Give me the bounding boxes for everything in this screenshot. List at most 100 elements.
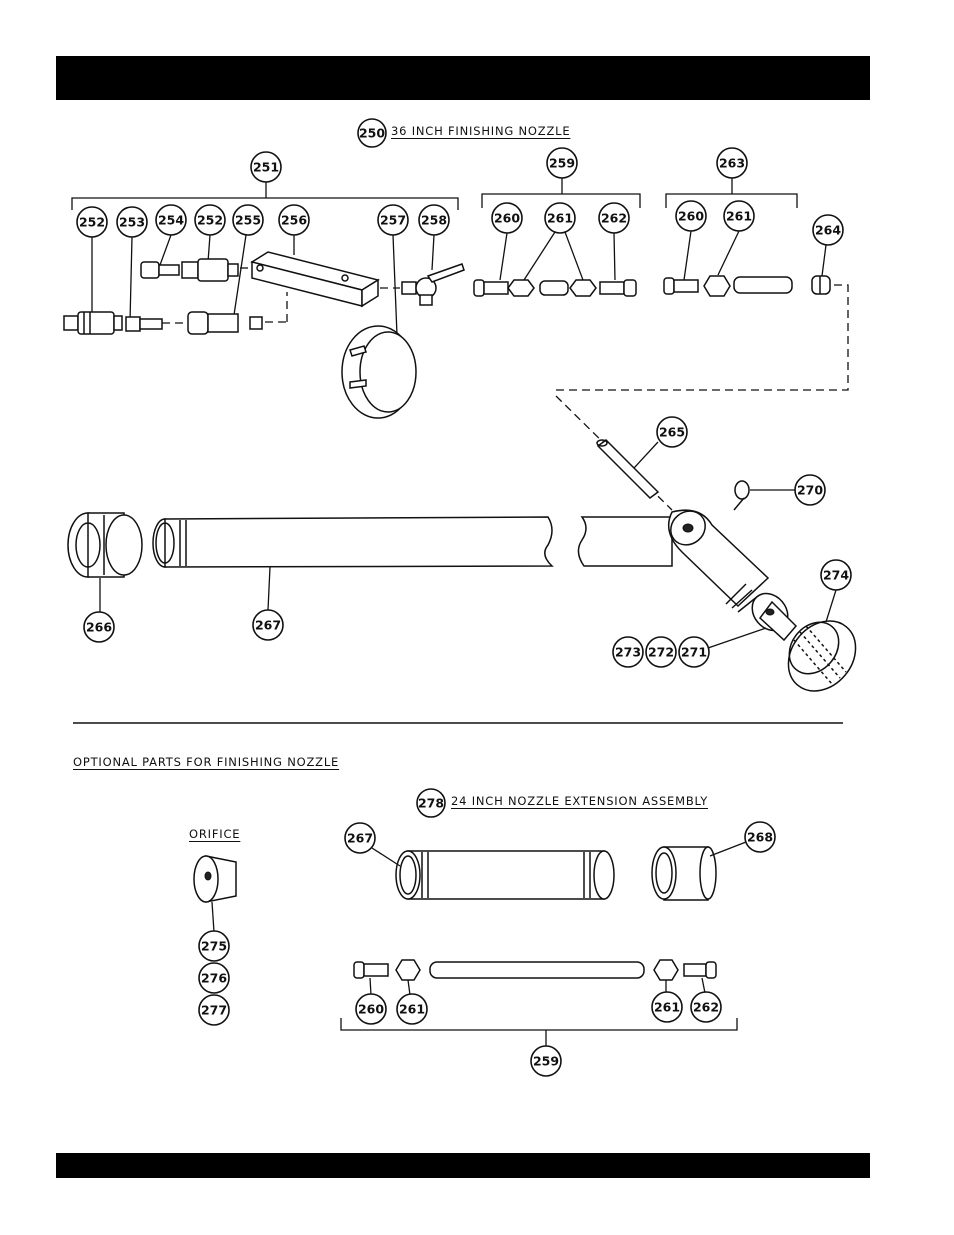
callout-254: 254 bbox=[156, 205, 186, 235]
callout-274: 274 bbox=[821, 560, 851, 590]
callout-267-b: 267 bbox=[345, 823, 375, 853]
part-267-pipe bbox=[153, 517, 672, 567]
svg-text:255: 255 bbox=[235, 213, 261, 228]
part-256-manifold-block bbox=[240, 252, 400, 322]
svg-text:261: 261 bbox=[726, 209, 752, 224]
callout-277: 277 bbox=[199, 995, 229, 1025]
svg-text:257: 257 bbox=[380, 213, 406, 228]
callout-260-a: 260 bbox=[492, 203, 522, 233]
callout-260-c: 260 bbox=[356, 994, 386, 1024]
part-252-fitting-lower bbox=[64, 312, 122, 334]
callout-270: 270 bbox=[795, 475, 825, 505]
svg-text:252: 252 bbox=[79, 215, 105, 230]
svg-text:263: 263 bbox=[719, 156, 745, 171]
svg-text:261: 261 bbox=[654, 1000, 680, 1015]
part-261-nut-c bbox=[396, 960, 420, 980]
svg-text:273: 273 bbox=[615, 645, 641, 660]
callout-250: 250 bbox=[358, 119, 386, 147]
svg-text:254: 254 bbox=[158, 213, 184, 228]
callout-275: 275 bbox=[199, 931, 229, 961]
svg-text:253: 253 bbox=[119, 215, 145, 230]
callout-258: 258 bbox=[419, 205, 449, 235]
callout-262-b: 262 bbox=[691, 992, 721, 1022]
callout-268: 268 bbox=[745, 822, 775, 852]
part-265-tube bbox=[597, 440, 658, 498]
svg-text:276: 276 bbox=[201, 971, 227, 986]
callout-259: 259 bbox=[547, 148, 577, 178]
callout-260-b: 260 bbox=[676, 201, 706, 231]
svg-text:271: 271 bbox=[681, 645, 707, 660]
part-nozzle-head bbox=[664, 504, 768, 612]
svg-text:265: 265 bbox=[659, 425, 685, 440]
svg-text:260: 260 bbox=[358, 1002, 384, 1017]
svg-text:277: 277 bbox=[201, 1003, 227, 1018]
part-261-nut-a2 bbox=[570, 280, 596, 296]
svg-text:260: 260 bbox=[494, 211, 520, 226]
callout-264: 264 bbox=[813, 215, 843, 245]
main-title: 36 INCH FINISHING NOZZLE bbox=[391, 124, 570, 138]
part-257-clamp-band bbox=[342, 326, 416, 418]
callout-265: 265 bbox=[657, 417, 687, 447]
extension-title: 24 INCH NOZZLE EXTENSION ASSEMBLY bbox=[451, 794, 708, 808]
svg-text:259: 259 bbox=[533, 1054, 559, 1069]
svg-text:274: 274 bbox=[823, 568, 849, 583]
svg-text:252: 252 bbox=[197, 213, 223, 228]
part-266-union bbox=[68, 513, 142, 577]
svg-text:264: 264 bbox=[815, 223, 841, 238]
orifice-label: ORIFICE bbox=[189, 827, 240, 841]
svg-text:278: 278 bbox=[418, 796, 444, 811]
callout-251: 251 bbox=[251, 152, 281, 182]
svg-text:262: 262 bbox=[601, 211, 627, 226]
part-270-screw bbox=[734, 481, 749, 510]
bracket-251 bbox=[72, 182, 458, 210]
callout-267-a: 267 bbox=[253, 610, 283, 640]
svg-text:250: 250 bbox=[359, 126, 385, 141]
svg-text:261: 261 bbox=[547, 211, 573, 226]
part-orifice bbox=[194, 856, 236, 902]
part-tube-medium bbox=[734, 277, 792, 293]
part-252-fitting-upper bbox=[182, 259, 238, 281]
part-260-fitting-b bbox=[664, 278, 698, 294]
callout-256: 256 bbox=[279, 205, 309, 235]
callout-252-b: 252 bbox=[195, 205, 225, 235]
callout-276: 276 bbox=[199, 963, 229, 993]
part-260-fitting-a bbox=[474, 280, 508, 296]
callout-262-a: 262 bbox=[599, 203, 629, 233]
callout-259-b: 259 bbox=[531, 1046, 561, 1076]
svg-text:272: 272 bbox=[648, 645, 674, 660]
callout-266: 266 bbox=[84, 612, 114, 642]
part-258-valve bbox=[402, 264, 464, 305]
callout-278: 278 bbox=[417, 789, 445, 817]
part-long-tube bbox=[430, 962, 644, 978]
svg-text:270: 270 bbox=[797, 483, 823, 498]
svg-text:266: 266 bbox=[86, 620, 112, 635]
svg-text:267: 267 bbox=[347, 831, 373, 846]
callout-261-c: 261 bbox=[397, 994, 427, 1024]
callout-272: 272 bbox=[646, 637, 676, 667]
svg-text:267: 267 bbox=[255, 618, 281, 633]
callout-257: 257 bbox=[378, 205, 408, 235]
part-262-fitting-b bbox=[684, 962, 716, 978]
part-254-fitting bbox=[141, 262, 179, 278]
callout-261-a: 261 bbox=[545, 203, 575, 233]
svg-text:268: 268 bbox=[747, 830, 773, 845]
bracket-259-bottom bbox=[341, 1018, 737, 1046]
svg-text:251: 251 bbox=[253, 160, 279, 175]
callout-273: 273 bbox=[613, 637, 643, 667]
svg-text:256: 256 bbox=[281, 213, 307, 228]
svg-text:275: 275 bbox=[201, 939, 227, 954]
svg-text:262: 262 bbox=[693, 1000, 719, 1015]
part-253-fitting bbox=[126, 317, 162, 331]
part-tube-short bbox=[540, 281, 568, 295]
part-262-fitting-a bbox=[600, 280, 636, 296]
svg-text:259: 259 bbox=[549, 156, 575, 171]
optional-parts-heading: OPTIONAL PARTS FOR FINISHING NOZZLE bbox=[73, 755, 339, 769]
part-268-coupling bbox=[652, 847, 716, 900]
callout-255: 255 bbox=[233, 205, 263, 235]
callout-263: 263 bbox=[717, 148, 747, 178]
callout-252-a: 252 bbox=[77, 207, 107, 237]
callout-271: 271 bbox=[679, 637, 709, 667]
part-261-nut-d bbox=[654, 960, 678, 980]
part-264-cap bbox=[812, 245, 830, 294]
part-261-nut-a1 bbox=[508, 280, 534, 296]
